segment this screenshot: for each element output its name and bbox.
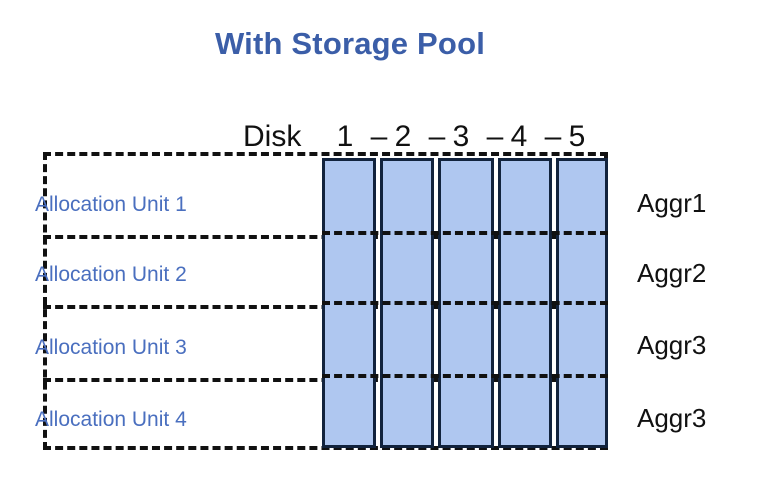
allocation-unit-row-2: Allocation Unit 2 bbox=[0, 250, 280, 300]
page-title: With Storage Pool bbox=[214, 26, 486, 61]
disk-dash-separator-4: – bbox=[544, 120, 562, 153]
aggregate-label-4: Aggr3 bbox=[637, 403, 707, 433]
disk-label: Disk bbox=[243, 120, 302, 153]
disk-header-row: Disk 1 – 2 – 3 – 4 – 5 bbox=[0, 120, 768, 154]
allocation-unit-label-3: Allocation Unit 3 bbox=[35, 336, 187, 359]
allocation-unit-label-1: Allocation Unit 1 bbox=[35, 193, 187, 216]
allocation-unit-label-4: Allocation Unit 4 bbox=[35, 408, 187, 431]
disk-number-2: 2 bbox=[394, 120, 412, 153]
disk-dash-separator-3: – bbox=[486, 120, 504, 153]
disk-dash-separator-1: – bbox=[370, 120, 388, 153]
allocation-unit-separator-2 bbox=[43, 305, 608, 309]
allocation-unit-separator-1 bbox=[43, 235, 608, 239]
aggregate-label-3: Aggr3 bbox=[637, 330, 707, 360]
allocation-unit-row-1: Allocation Unit 1 bbox=[0, 180, 280, 230]
allocation-unit-separator-3 bbox=[43, 378, 608, 382]
disk-dash-separator-2: – bbox=[428, 120, 446, 153]
disk-number-1: 1 bbox=[336, 120, 354, 153]
disk-number-4: 4 bbox=[510, 120, 528, 153]
aggregate-label-2: Aggr2 bbox=[637, 258, 707, 288]
disk-number-3: 3 bbox=[452, 120, 470, 153]
allocation-unit-row-3: Allocation Unit 3 bbox=[0, 323, 280, 373]
disk-number-5: 5 bbox=[568, 120, 586, 153]
allocation-unit-row-4: Allocation Unit 4 bbox=[0, 395, 280, 445]
allocation-unit-label-2: Allocation Unit 2 bbox=[35, 263, 187, 286]
aggregate-label-1: Aggr1 bbox=[637, 188, 707, 218]
